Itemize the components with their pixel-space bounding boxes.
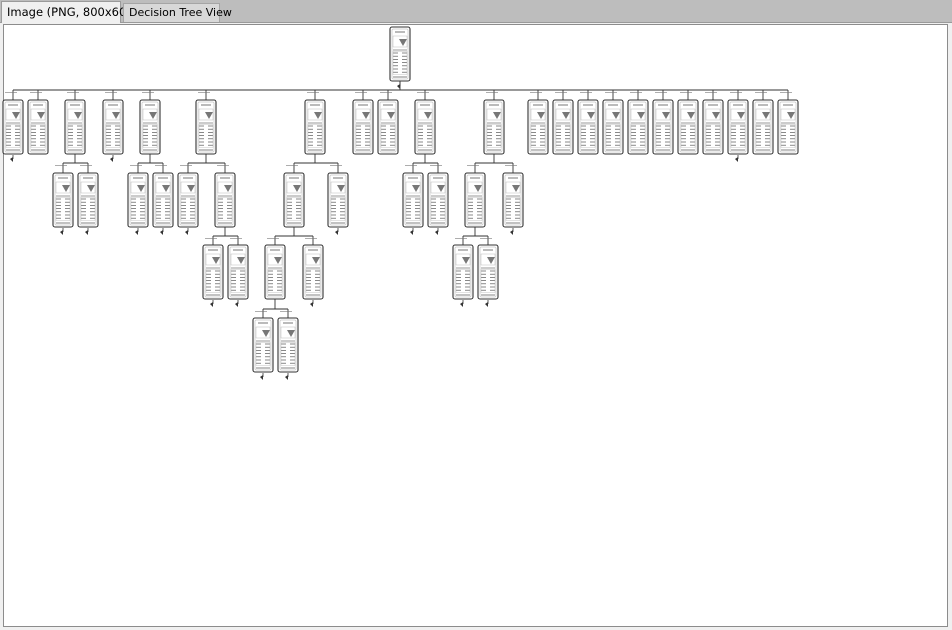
expand-arrow-head: [160, 230, 163, 235]
expand-arrow-head: [460, 302, 463, 307]
tree-node: [202, 244, 224, 300]
tree-node: [677, 99, 699, 155]
expand-arrow-head: [285, 375, 288, 380]
tree-node: [777, 99, 799, 155]
expand-arrow-head: [60, 230, 63, 235]
expand-arrow-head: [185, 230, 188, 235]
tree-node: [77, 172, 99, 228]
tree-node: [552, 99, 574, 155]
expand-arrow-head: [510, 230, 513, 235]
tree-node: [602, 99, 624, 155]
expand-arrow-head: [335, 230, 338, 235]
tab-image-png[interactable]: Image (PNG, 800x600): [1, 1, 138, 23]
tree-node: [127, 172, 149, 228]
expand-arrow-head: [85, 230, 88, 235]
expand-arrow-head: [135, 230, 138, 235]
tree-node: [452, 244, 474, 300]
expand-arrow-head: [235, 302, 238, 307]
tree-node: [527, 99, 549, 155]
tree-node: [427, 172, 449, 228]
expand-arrow-head: [435, 230, 438, 235]
expand-arrow-head: [397, 84, 400, 89]
expand-arrow-head: [310, 302, 313, 307]
expand-arrow-head: [485, 302, 488, 307]
tree-node: [652, 99, 674, 155]
tree-node: [402, 172, 424, 228]
tree-node: [2, 99, 24, 155]
tree-node: [139, 99, 161, 155]
tree-node: [64, 99, 86, 155]
tree-node: [577, 99, 599, 155]
tree-node: [414, 99, 436, 155]
tree-node: [52, 172, 74, 228]
expand-arrow-head: [735, 157, 738, 162]
tree-node: [477, 244, 499, 300]
tree-node: [377, 99, 399, 155]
tree-node: [327, 172, 349, 228]
tree-node: [702, 99, 724, 155]
expand-arrow-head: [10, 157, 13, 162]
tree-node: [102, 99, 124, 155]
tree-node: [302, 244, 324, 300]
tree-node: [389, 26, 411, 82]
expand-arrow-head: [110, 157, 113, 162]
tree-node: [177, 172, 199, 228]
tree-node: [277, 317, 299, 373]
tree-node: [264, 244, 286, 300]
tree-node: [627, 99, 649, 155]
tab-bar: Image (PNG, 800x600) Decision Tree View: [0, 0, 952, 23]
tree-node: [214, 172, 236, 228]
tree-node: [283, 172, 305, 228]
tree-node: [304, 99, 326, 155]
tab-decision-tree-view[interactable]: Decision Tree View: [123, 3, 232, 22]
expand-arrow-head: [210, 302, 213, 307]
tree-node: [252, 317, 274, 373]
tree-node: [27, 99, 49, 155]
tree-node: [352, 99, 374, 155]
tree-node: [727, 99, 749, 155]
tree-node: [502, 172, 524, 228]
tree-node: [195, 99, 217, 155]
expand-arrow-head: [410, 230, 413, 235]
tree-node: [464, 172, 486, 228]
tree-node: [152, 172, 174, 228]
tree-node: [483, 99, 505, 155]
tree-node: [752, 99, 774, 155]
expand-arrow-head: [260, 375, 263, 380]
tree-node: [227, 244, 249, 300]
